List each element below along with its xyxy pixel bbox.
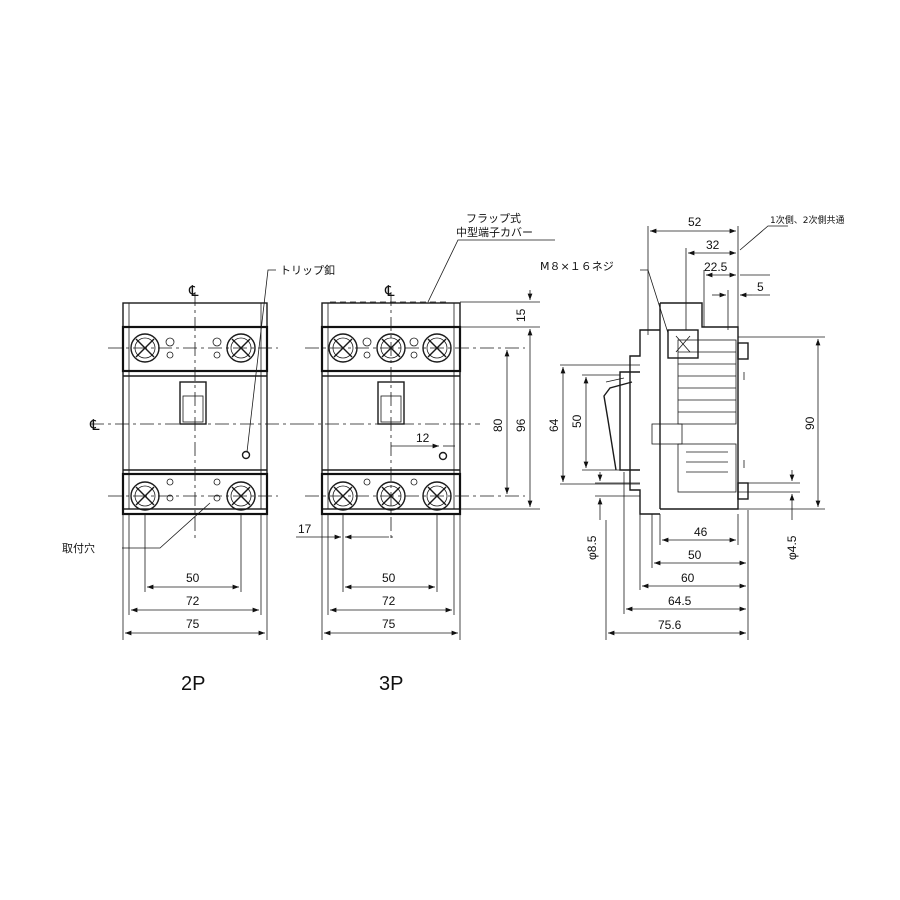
front-view-3p: ℄ 50 72 75 17 12 80 96 15 <box>296 212 555 695</box>
label-trip-button: トリップ釦 <box>280 263 335 277</box>
dim-side-90: 90 <box>803 416 817 430</box>
dim-side-46: 46 <box>694 525 708 539</box>
dim-2p-72: 72 <box>186 594 200 608</box>
dim-side-22-5: 22.5 <box>704 260 728 274</box>
dim-side-64: 64 <box>547 418 561 432</box>
dim-side-50: 50 <box>570 414 584 428</box>
dim-2p-75: 75 <box>186 617 200 631</box>
dim-3p-75: 75 <box>382 617 396 631</box>
dim-side-52: 52 <box>688 215 702 229</box>
dim-side-phi4-5: φ4.5 <box>785 535 799 560</box>
label-mount-hole: 取付穴 <box>62 541 95 555</box>
dim-side-phi8-5: φ8.5 <box>585 535 599 560</box>
centerline-symbol: ℄ <box>89 416 100 434</box>
dim-side-w50: 50 <box>688 548 702 562</box>
dim-3p-50: 50 <box>382 571 396 585</box>
dim-side-32: 32 <box>706 238 720 252</box>
dim-3p-72: 72 <box>382 594 396 608</box>
dim-3p-12: 12 <box>416 431 430 445</box>
dim-side-75-6: 75.6 <box>658 618 682 632</box>
centerline-symbol: ℄ <box>384 282 395 300</box>
side-view: 90 φ4.5 64 50 φ8.5 4 <box>540 214 844 640</box>
model-label-2p: 2P <box>181 673 205 695</box>
dim-side-60: 60 <box>681 571 695 585</box>
front-view-2p: ℄ ℄ 50 72 75 トリップ釦 取付穴 2P <box>62 263 335 695</box>
label-flap-cover-2: 中型端子カバー <box>456 225 533 239</box>
label-common-note: 1次側、2次側共通 <box>770 214 844 226</box>
label-screw: M８×１６ネジ <box>540 260 614 273</box>
dim-side-64-5: 64.5 <box>668 594 692 608</box>
trip-button-icon <box>438 451 448 461</box>
label-flap-cover-1: フラップ式 <box>466 212 521 225</box>
centerline-symbol: ℄ <box>188 282 199 300</box>
trip-button-icon <box>241 450 251 460</box>
dim-2p-50: 50 <box>186 571 200 585</box>
dim-side-5: 5 <box>757 280 764 294</box>
model-label-3p: 3P <box>379 673 403 695</box>
dim-3p-80: 80 <box>491 418 505 432</box>
dim-3p-17: 17 <box>298 522 312 536</box>
dim-3p-96: 96 <box>514 418 528 432</box>
dim-3p-15: 15 <box>514 308 528 322</box>
